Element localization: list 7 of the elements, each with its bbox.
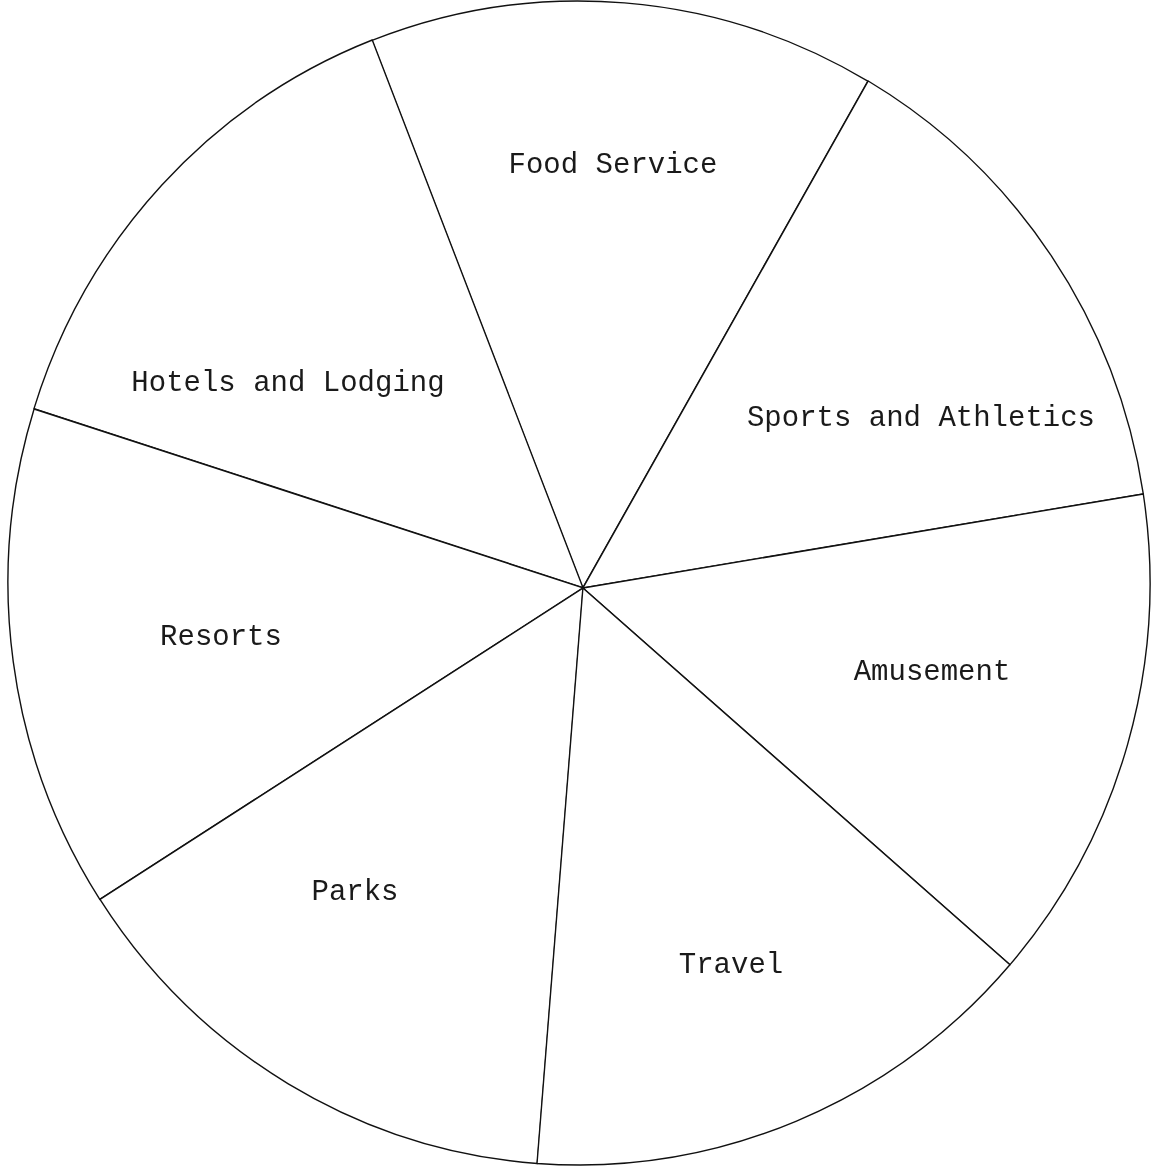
sector-label: Parks <box>311 877 399 907</box>
sector-label: Food Service <box>508 150 718 180</box>
sector-label: Sports and Athletics <box>746 403 1096 433</box>
sector-label: Travel <box>678 950 784 980</box>
sector-label: Amusement <box>853 657 1011 687</box>
sector-label: Hotels and Lodging <box>131 368 445 398</box>
sector-label: Resorts <box>160 622 282 652</box>
